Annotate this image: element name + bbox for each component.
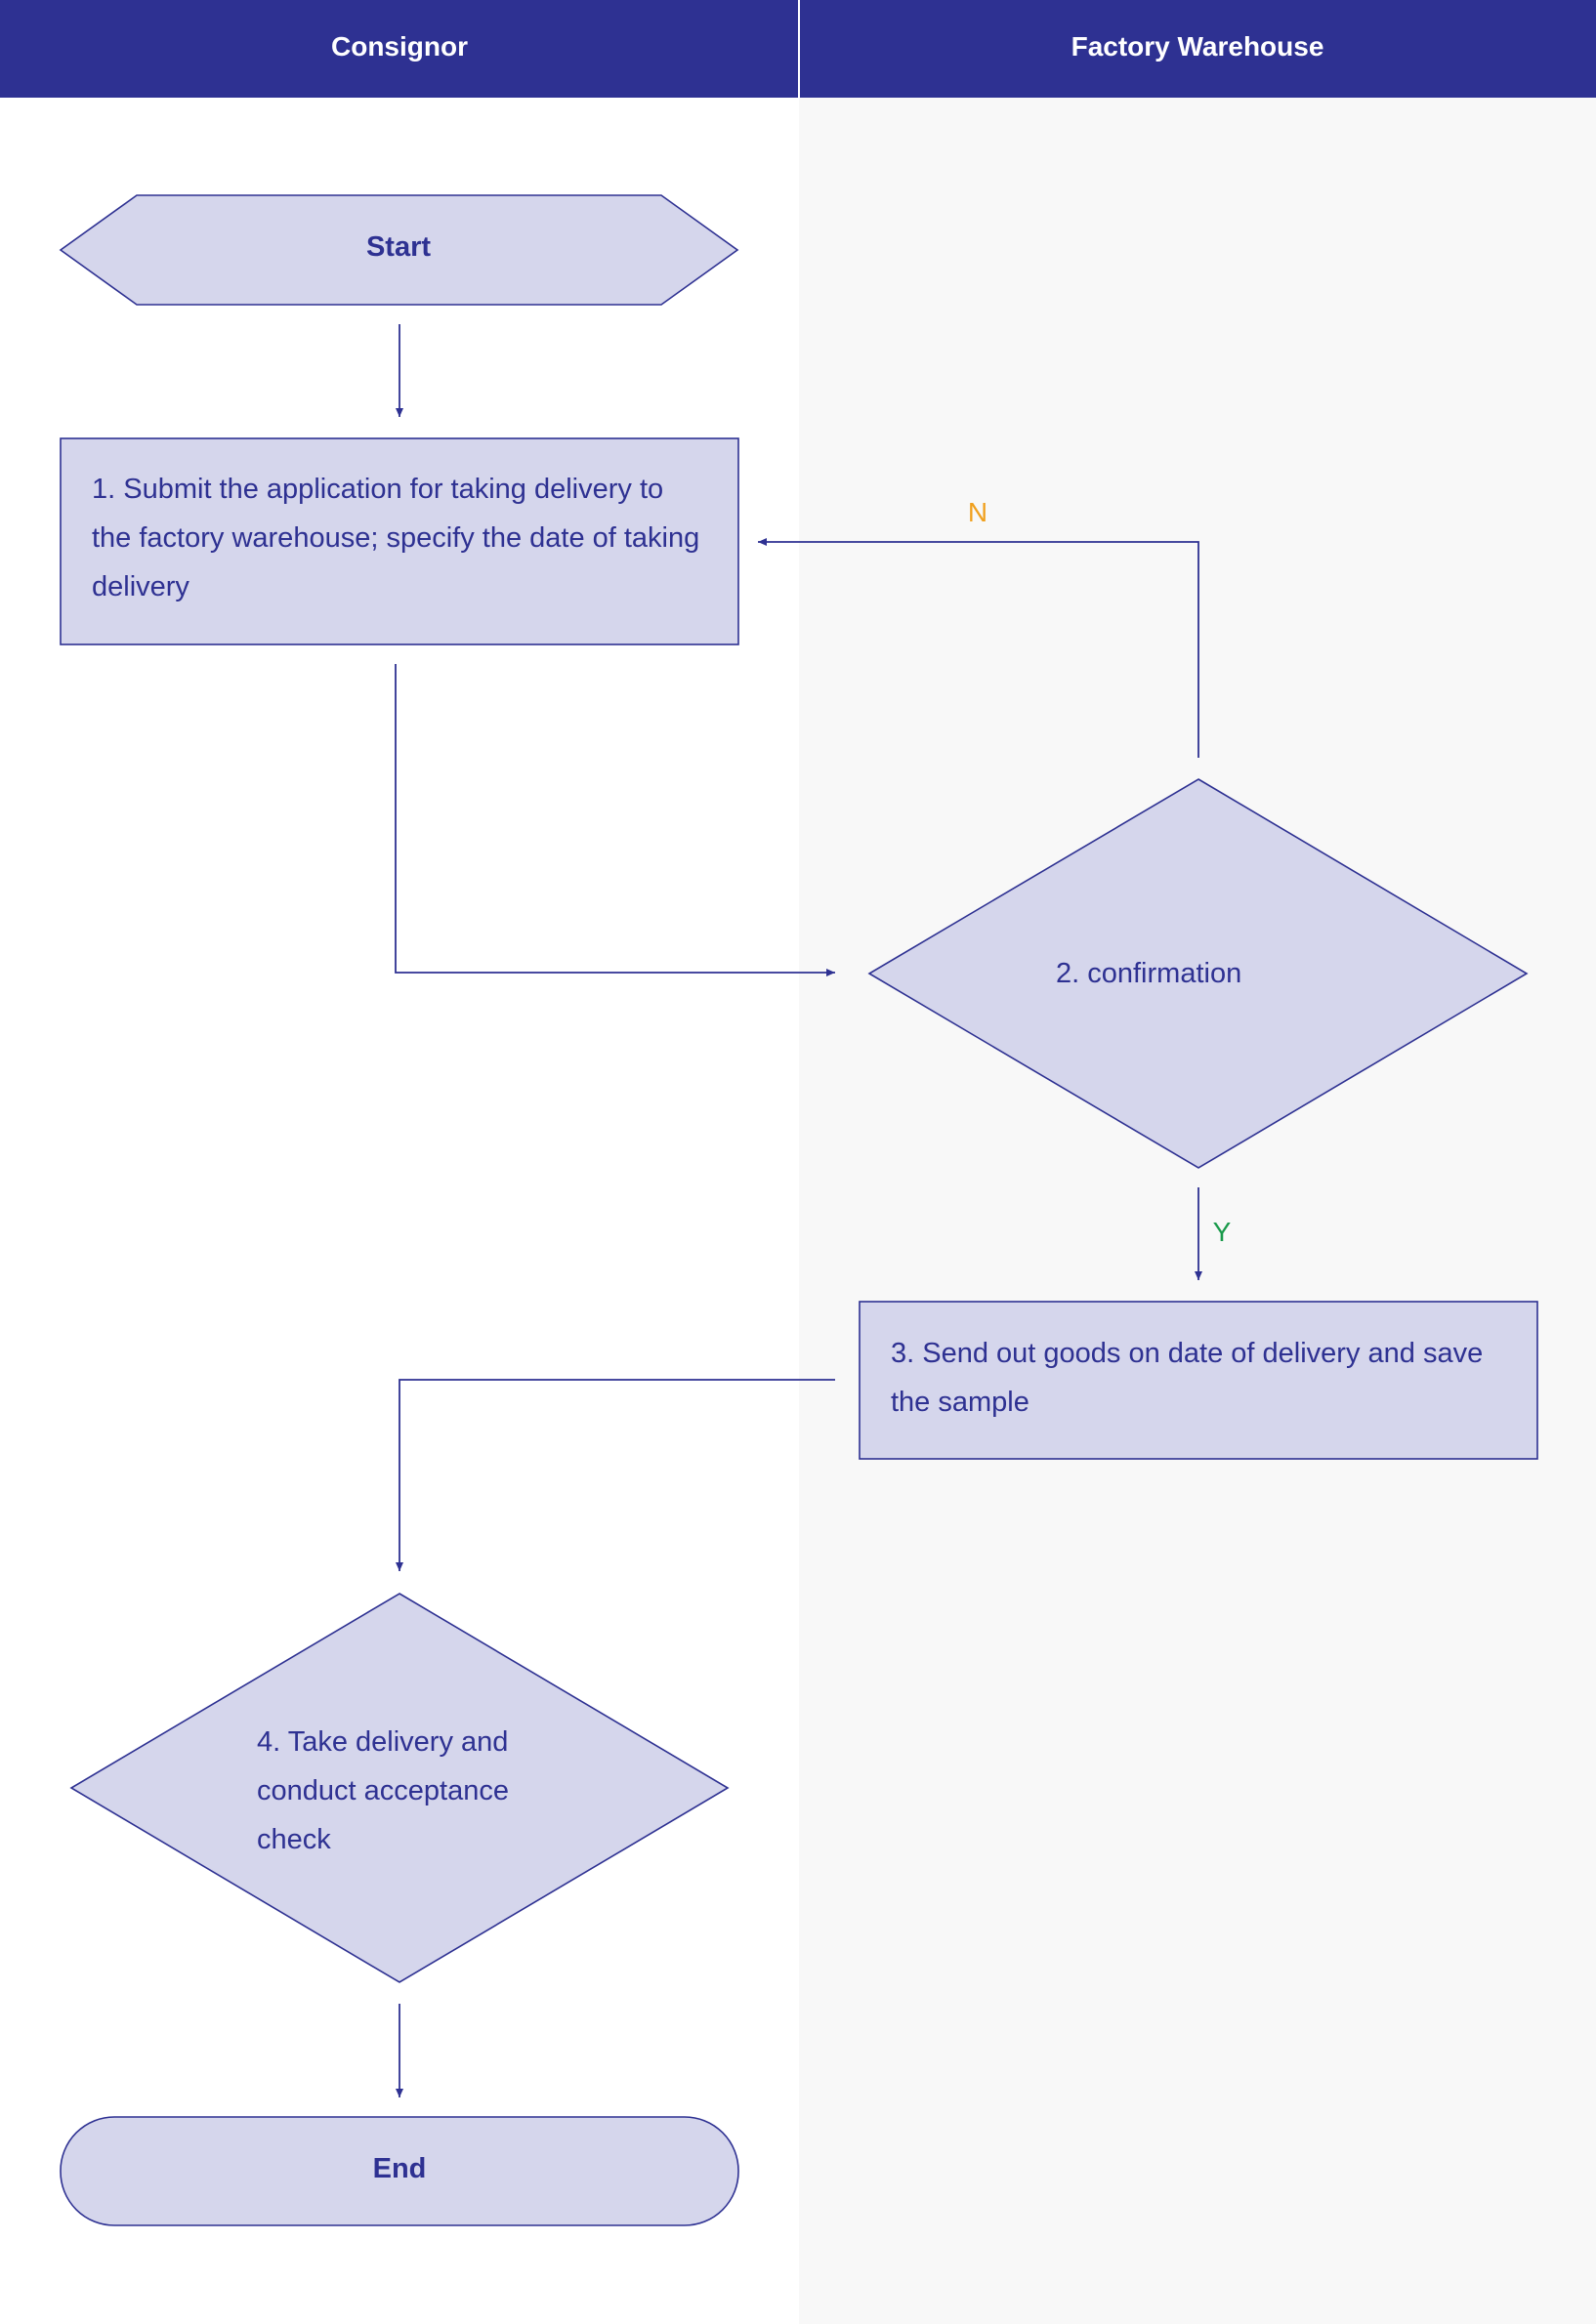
branch-label-yes: Y: [1213, 1217, 1232, 1247]
start-node: [59, 194, 739, 306]
branch-label-no: N: [968, 497, 987, 527]
step3-label-line: the sample: [891, 1387, 1029, 1418]
step4-label-line: 4. Take delivery and: [257, 1726, 508, 1758]
connector-step3-to-step4: [396, 1379, 835, 1571]
step3-label-line: 3. Send out goods on date of delivery an…: [891, 1338, 1483, 1369]
step4-decision-diamond: [69, 1593, 730, 1983]
step4-label: 4. Take delivery and conduct acceptance …: [257, 1726, 517, 1855]
start-node-label: Start: [366, 231, 431, 263]
lane-factory-warehouse-background: [799, 98, 1596, 2324]
step1-label-line: the factory warehouse; specify the date …: [92, 522, 699, 554]
lane-title-consignor: Consignor: [331, 31, 468, 62]
step3-process-box: [859, 1301, 1538, 1460]
lane-title-factory-warehouse: Factory Warehouse: [1071, 31, 1324, 62]
connector-step2-no-to-step1: [758, 538, 1199, 758]
step1-label-line: delivery: [92, 571, 189, 602]
step2-label: 2. confirmation: [1056, 958, 1241, 989]
lane-consignor-background: [0, 98, 799, 2324]
step4-label-line: conduct acceptance: [257, 1775, 509, 1806]
step1-process-box: [60, 437, 739, 645]
end-node: [60, 2116, 739, 2226]
end-node-label: End: [373, 2153, 427, 2184]
step2-decision-diamond: [867, 778, 1529, 1169]
connector-step1-to-step2: [395, 664, 835, 976]
step1-label-line: 1. Submit the application for taking del…: [92, 474, 663, 505]
step3-label: 3. Send out goods on date of delivery an…: [891, 1338, 1491, 1418]
step4-label-line: check: [257, 1824, 331, 1855]
step1-label: 1. Submit the application for taking del…: [92, 474, 707, 602]
